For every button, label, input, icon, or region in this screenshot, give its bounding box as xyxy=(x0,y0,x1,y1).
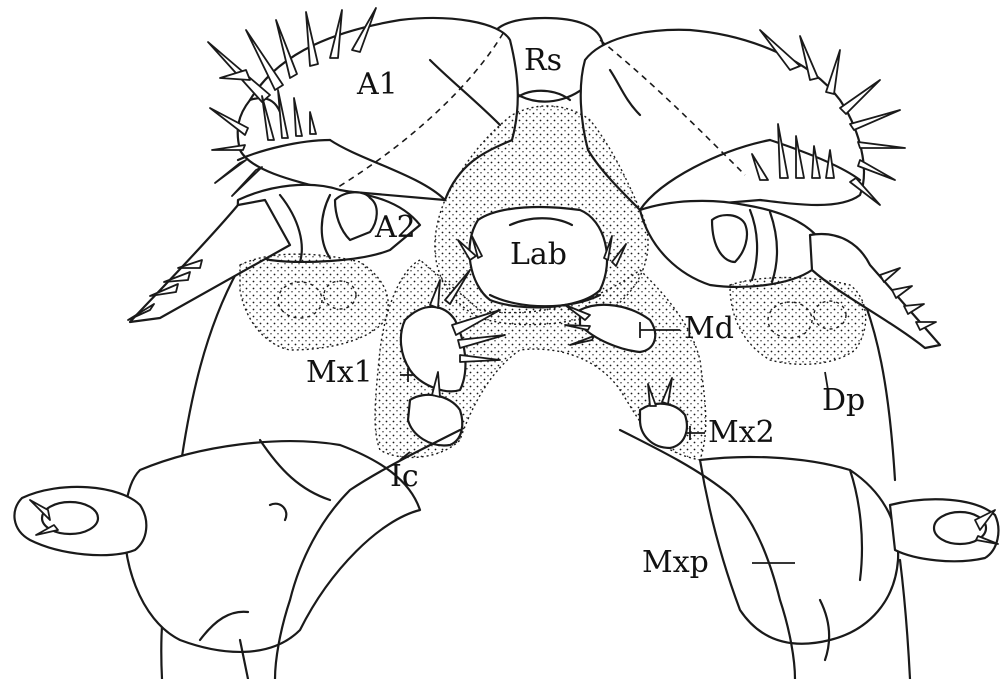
right-antennule xyxy=(581,30,905,210)
label-mxp: Mxp xyxy=(642,548,709,578)
label-rs: Rs xyxy=(524,46,562,76)
left-maxilliped xyxy=(14,440,420,679)
right-dorsal-plate xyxy=(730,278,866,365)
label-lab: Lab xyxy=(510,240,567,270)
label-a2: A2 xyxy=(375,213,416,243)
label-a1: A1 xyxy=(357,70,398,100)
label-mx2: Mx2 xyxy=(708,418,775,448)
left-dorsal-plate xyxy=(240,254,388,350)
label-ic: Ic xyxy=(390,462,419,492)
label-dp: Dp xyxy=(822,386,865,416)
label-md: Md xyxy=(684,314,734,344)
label-mx1: Mx1 xyxy=(306,358,373,388)
right-maxilliped xyxy=(700,457,998,660)
